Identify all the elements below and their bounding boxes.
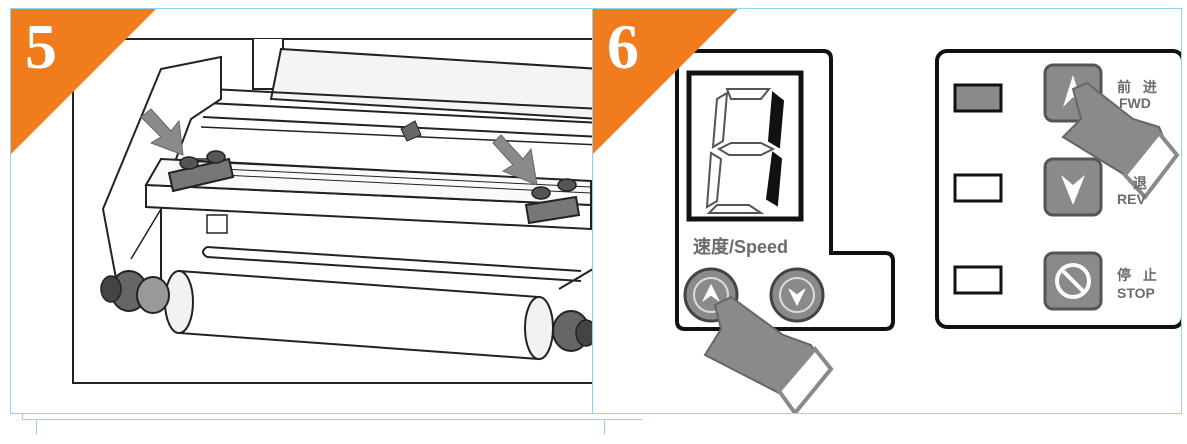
fwd-indicator: [953, 83, 1003, 113]
step-5-panel: 5: [10, 8, 593, 414]
seven-segment-digit: [705, 88, 785, 214]
stop-label-en: STOP: [1117, 285, 1155, 301]
step-5-corner: [11, 9, 156, 154]
rev-label-en: REV: [1117, 191, 1146, 207]
control-panel-illustration: [593, 9, 1181, 413]
laminator-roller-illustration: [11, 9, 592, 384]
panel-shadow-left-2: [36, 420, 606, 434]
panel-shadow-right: [604, 420, 1184, 434]
panel-shadow-left: [22, 410, 642, 420]
rev-indicator: [953, 173, 1003, 203]
stop-indicator: [953, 265, 1003, 295]
speed-label: 速度/Speed: [693, 237, 789, 257]
hand-pointer-speed: [703, 295, 834, 413]
step-5-number: 5: [25, 11, 57, 82]
stop-label-zh: 停 止: [1117, 267, 1161, 283]
step-6-panel: 6 速度/Speed 前 进 FWD 退 REV 停 止 STOP: [592, 8, 1182, 414]
step-6-number: 6: [607, 11, 639, 82]
hand-pointer-fwd: [1061, 81, 1180, 201]
step-6-corner: [593, 9, 738, 154]
rev-label-zh: 退: [1133, 175, 1151, 191]
fwd-label-zh: 前 进: [1117, 79, 1161, 95]
fwd-label-en: FWD: [1119, 95, 1151, 111]
